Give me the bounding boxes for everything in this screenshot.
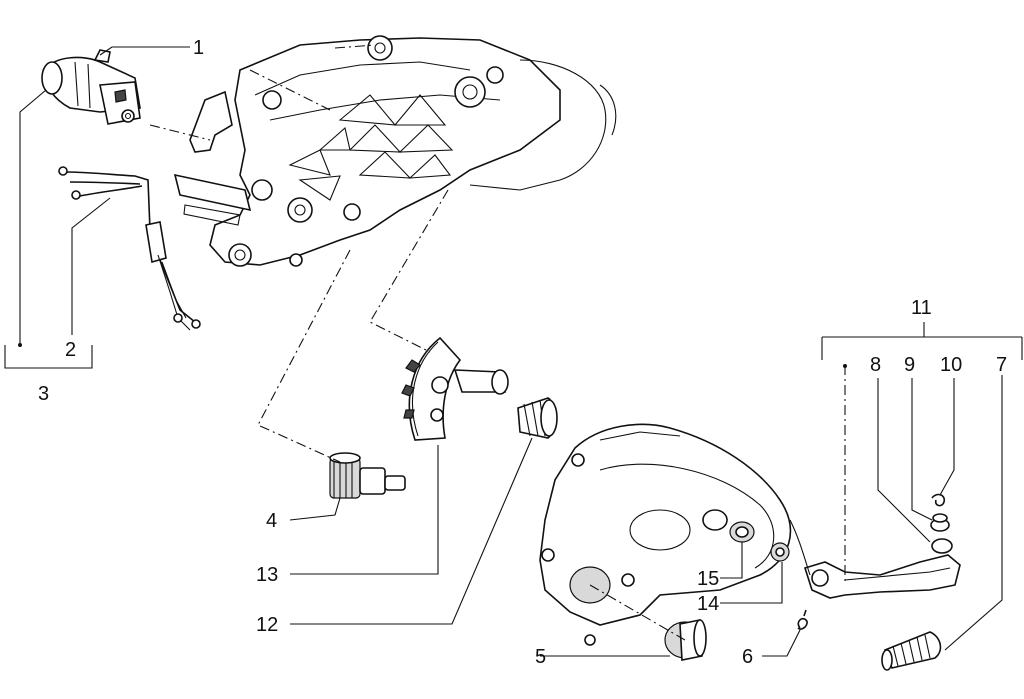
callout-2: 2 (65, 339, 76, 361)
washer-14 (770, 542, 790, 562)
callout-6: 6 (742, 646, 753, 668)
callout-7: 7 (996, 354, 1007, 376)
callout-13: 13 (256, 564, 278, 586)
callout-3: 3 (38, 383, 49, 405)
starter-pinion (329, 452, 406, 499)
callout-11: 11 (911, 297, 932, 319)
bushing-15 (729, 521, 755, 543)
callout-10: 10 (940, 354, 962, 376)
spring-clip (797, 609, 808, 630)
callout-5: 5 (535, 646, 546, 668)
callout-9: 9 (904, 354, 915, 376)
callout-1: 1 (193, 37, 204, 59)
leader-lines (4, 44, 1023, 657)
callout-4: 4 (266, 510, 277, 532)
return-spring (517, 397, 558, 439)
callout-12: 12 (256, 614, 278, 636)
kickstart-sector-gear (401, 336, 509, 441)
starter-motor (41, 49, 141, 125)
transmission-cover (539, 423, 792, 646)
callout-15: 15 (697, 568, 719, 590)
ref-dot-right (843, 364, 847, 368)
kickstart-lever (789, 493, 961, 599)
engine-crankcase (173, 35, 617, 267)
callout-labels: 1 2 3 4 13 12 5 6 15 14 11 8 9 10 7 (38, 37, 1007, 668)
inspection-cap (664, 619, 707, 661)
callout-14: 14 (697, 593, 719, 615)
ref-dot-left (18, 343, 22, 347)
wiring-harness (58, 166, 201, 331)
lever-spring (881, 631, 942, 671)
callout-8: 8 (870, 354, 881, 376)
